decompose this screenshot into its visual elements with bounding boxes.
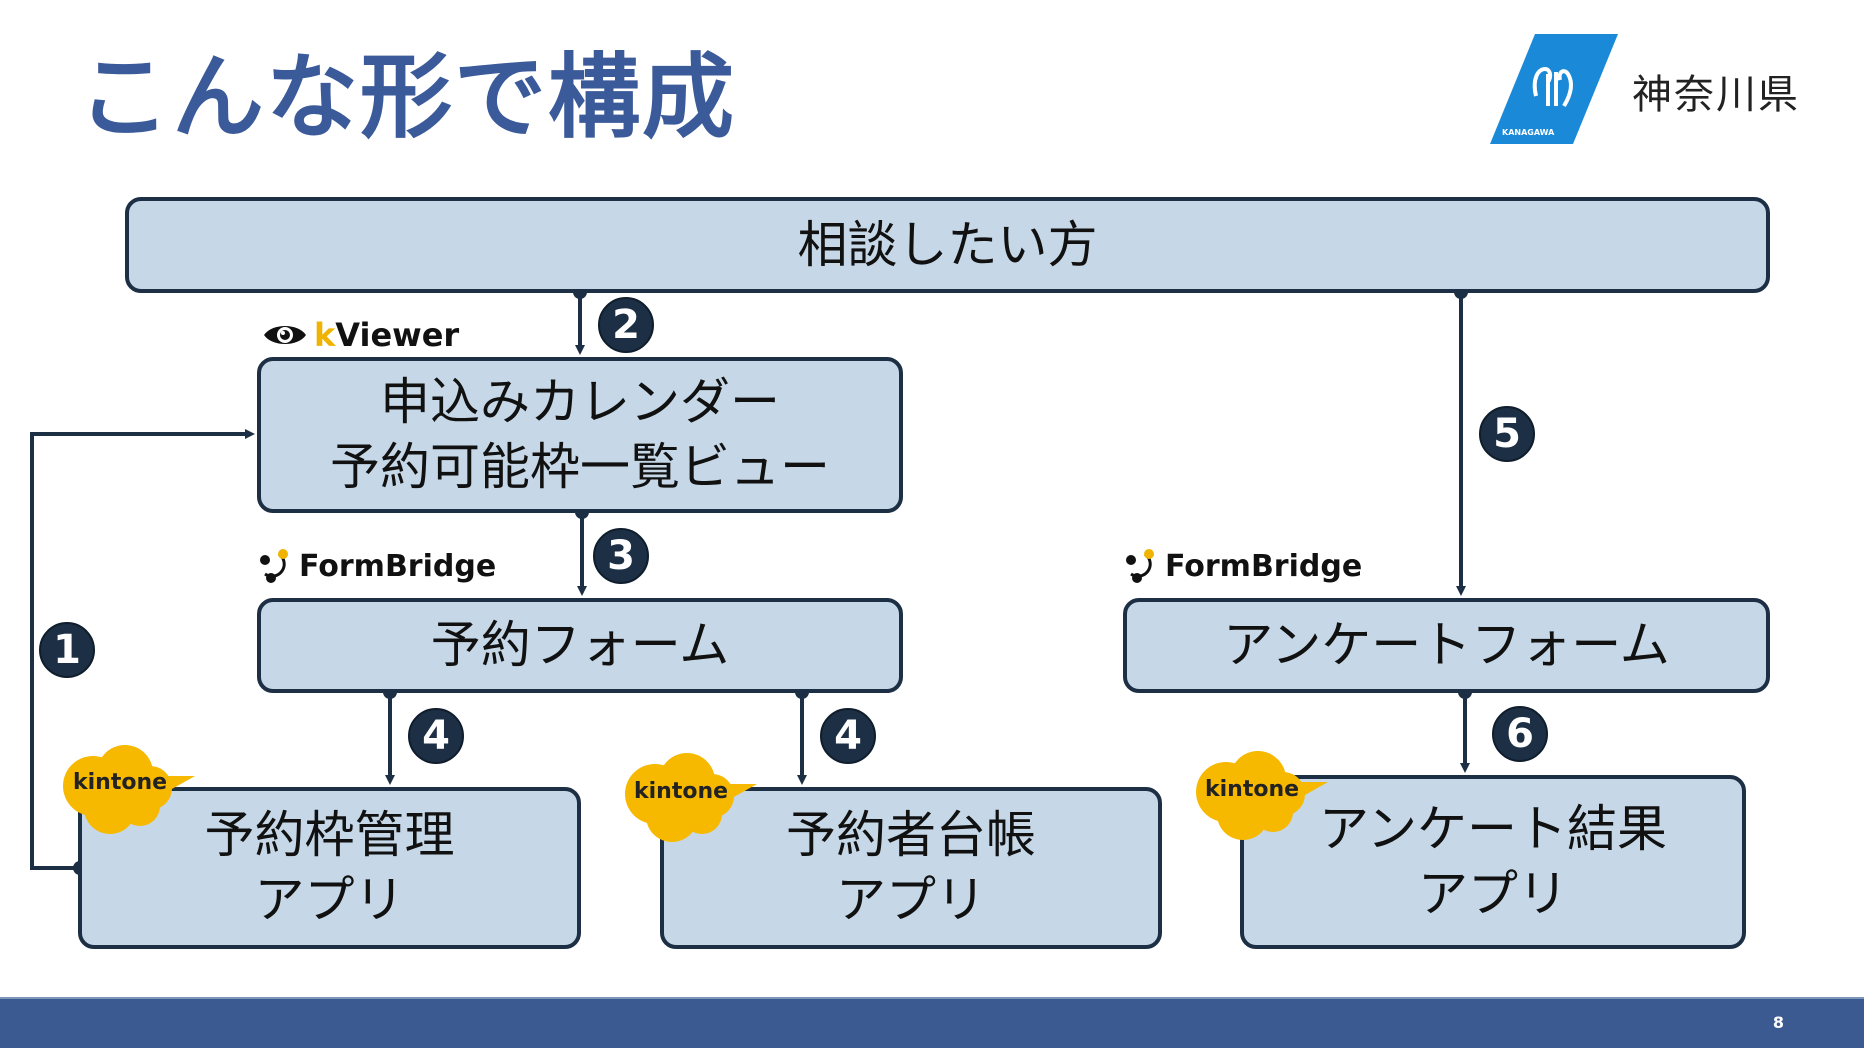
kintone-cloud-icon <box>63 745 195 834</box>
node-user-label: 相談したい方 <box>797 215 1098 274</box>
kintone-label: kintone <box>634 779 729 804</box>
formbridge-icon <box>1126 549 1154 583</box>
prefecture-name: 神奈川県 <box>1632 72 1800 118</box>
node-calendar-view-line-1: 申込みカレンダー <box>380 373 780 431</box>
node-survey-form: アンケートフォーム <box>1123 598 1770 693</box>
kanagawa-emblem-icon: KANAGAWA <box>1490 34 1618 144</box>
node-reservation-form-label: 予約フォーム <box>430 616 730 674</box>
step-badge-4a: 4 <box>408 708 464 764</box>
eye-icon <box>264 326 306 344</box>
step-badge-4b: 4 <box>820 708 876 764</box>
formbridge-name: FormBridge <box>299 548 497 584</box>
kintone-label: kintone <box>1205 777 1300 802</box>
kviewer-name: Viewer <box>335 316 460 354</box>
node-calendar-view: 申込みカレンダー 予約可能枠一覧ビュー <box>257 357 903 513</box>
formbridge-tag-reservation: FormBridge <box>257 548 496 584</box>
node-slot-app-line-2: アプリ <box>254 871 405 929</box>
node-survey-form-label: アンケートフォーム <box>1223 616 1670 674</box>
node-slot-app: 予約枠管理 アプリ <box>78 787 581 949</box>
node-calendar-view-line-2: 予約可能枠一覧ビュー <box>330 438 830 496</box>
kintone-cloud-icon <box>1196 751 1328 840</box>
node-survey-result-app-line-1: アンケート結果 <box>1319 800 1667 858</box>
formbridge-tag-survey: FormBridge <box>1123 548 1362 584</box>
node-registry-app: 予約者台帳 アプリ <box>660 787 1162 949</box>
step-badge-6: 6 <box>1492 706 1548 762</box>
node-reservation-form: 予約フォーム <box>257 598 903 693</box>
kintone-cloud-icon <box>625 753 757 842</box>
kintone-label: kintone <box>73 770 168 795</box>
step-badge-3: 3 <box>593 528 649 584</box>
step-badge-2: 2 <box>598 297 654 353</box>
node-registry-app-line-1: 予約者台帳 <box>786 806 1036 864</box>
step-badge-1: 1 <box>39 622 95 678</box>
node-survey-result-app-line-2: アプリ <box>1418 865 1568 923</box>
node-survey-result-app: アンケート結果 アプリ <box>1240 775 1746 949</box>
slide-title: こんな形で構成 <box>78 44 737 151</box>
node-user: 相談したい方 <box>125 197 1770 293</box>
page-number: 8 <box>1772 1013 1784 1032</box>
emblem-text: KANAGAWA <box>1502 128 1555 137</box>
formbridge-name: FormBridge <box>1165 548 1363 584</box>
footer-bar: 8 <box>0 997 1864 1048</box>
kviewer-k: k <box>314 316 336 354</box>
node-registry-app-line-2: アプリ <box>836 871 986 929</box>
formbridge-icon <box>260 549 288 583</box>
step-badge-5: 5 <box>1479 406 1535 462</box>
node-slot-app-line-1: 予約枠管理 <box>204 806 455 864</box>
arrow-step-1 <box>30 429 255 870</box>
